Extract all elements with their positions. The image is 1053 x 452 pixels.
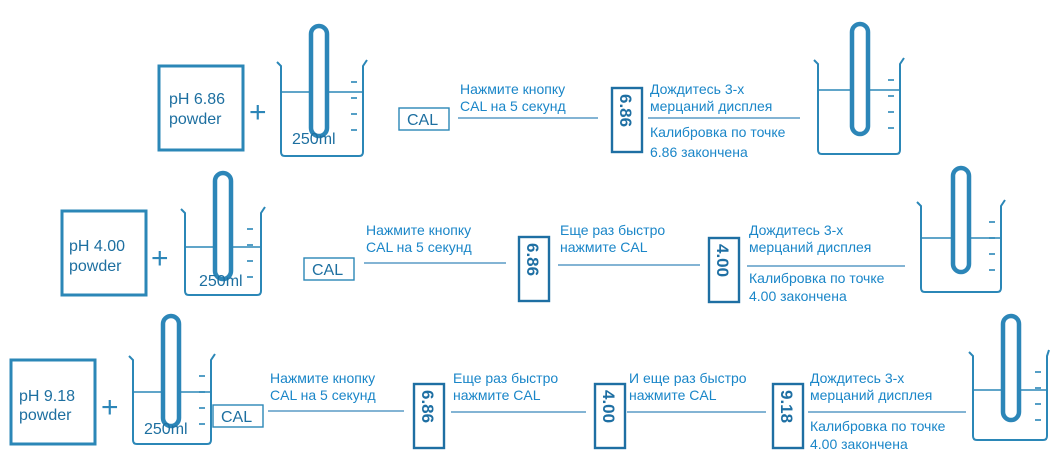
- cal-label: CAL: [221, 409, 252, 426]
- press-note-line1: Нажмите кнопку: [460, 81, 565, 97]
- row-1: pH 6.86 powder + 250ml CAL Нажмите кнопк…: [157, 21, 905, 160]
- beaker-volume: 250ml: [292, 131, 336, 148]
- powder-label-line1: pH 4.00: [69, 238, 125, 255]
- lcd-reading: 6.86: [523, 243, 542, 276]
- lcd-reading: 4.00: [599, 390, 618, 423]
- quick-note-line1: Еще раз быстро: [453, 370, 558, 386]
- powder-label-line2: powder: [19, 407, 72, 424]
- press-note-line1: Нажмите кнопку: [270, 370, 375, 386]
- cal-label: CAL: [407, 112, 438, 129]
- powder-label-line2: powder: [169, 111, 222, 128]
- beaker-volume: 250ml: [199, 273, 243, 290]
- lcd-reading: 6.86: [418, 390, 437, 423]
- wait-note-line1: Дождитесь 3-х: [810, 370, 904, 386]
- done-note-line2: 4.00 закончена: [749, 288, 847, 304]
- wait-note-line2: мерцаний дисплея: [749, 239, 871, 255]
- lcd-reading: 4.00: [713, 244, 732, 277]
- cal-button: [303, 257, 355, 281]
- powder-box: [9, 358, 97, 446]
- quick-note-line1: Еще раз быстро: [560, 222, 665, 238]
- row-3: pH 9.18 powder + 250ml CAL Нажмите кнопк…: [9, 313, 1050, 452]
- quick-note-line2: нажмите CAL: [453, 387, 541, 403]
- done-note-line2: 4.00 закончена: [810, 436, 908, 452]
- quick-note-line2: нажмите CAL: [629, 387, 717, 403]
- powder-label-line1: pH 9.18: [19, 388, 75, 405]
- powder-label-line2: powder: [69, 258, 122, 275]
- press-note-line2: CAL на 5 секунд: [366, 239, 472, 255]
- final-beaker-with-rod: [813, 21, 905, 155]
- cal-button: [398, 107, 450, 131]
- wait-note-line2: мерцаний дисплея: [810, 387, 932, 403]
- done-note-line1: Калибровка по точке: [749, 270, 885, 286]
- beaker-volume: 250ml: [144, 421, 188, 438]
- plus-sign: +: [101, 391, 119, 424]
- lcd-display: 6.86: [517, 235, 551, 303]
- plus-sign: +: [249, 96, 267, 129]
- lcd-display: 4.00: [707, 236, 741, 304]
- wait-note-line1: Дождитесь 3-х: [650, 81, 744, 97]
- powder-box: [60, 209, 148, 297]
- quick-note-line1: И еще раз быстро: [629, 370, 747, 386]
- plus-sign: +: [151, 242, 169, 275]
- cal-label: CAL: [312, 262, 343, 279]
- lcd-reading: 6.86: [616, 94, 635, 127]
- lcd-reading: 9.18: [777, 390, 796, 423]
- lcd-display: 6.86: [412, 382, 446, 450]
- wait-note-line1: Дождитесь 3-х: [749, 222, 843, 238]
- cal-button: [212, 404, 264, 428]
- done-note-line2: 6.86 закончена: [650, 144, 748, 160]
- press-note-line1: Нажмите кнопку: [366, 222, 471, 238]
- lcd-display: 6.86: [610, 86, 644, 154]
- quick-note-line2: нажмите CAL: [560, 239, 648, 255]
- powder-box: [157, 64, 245, 152]
- done-note-line1: Калибровка по точке: [650, 124, 786, 140]
- final-beaker-with-rod: [968, 313, 1050, 441]
- lcd-display: 4.00: [593, 382, 627, 450]
- done-note-line1: Калибровка по точке: [810, 418, 946, 434]
- beaker-with-rod: [180, 170, 266, 296]
- final-beaker-with-rod: [916, 165, 1006, 293]
- press-note-line2: CAL на 5 секунд: [460, 98, 566, 114]
- beaker-with-rod: [276, 23, 368, 157]
- wait-note-line2: мерцаний дисплея: [650, 98, 772, 114]
- powder-label-line1: pH 6.86: [169, 91, 225, 108]
- lcd-display: 9.18: [771, 382, 805, 450]
- press-note-line2: CAL на 5 секунд: [270, 387, 376, 403]
- row-2: pH 4.00 powder + 250ml CAL Нажмите кнопк…: [60, 165, 1006, 304]
- beaker-with-rod: [128, 313, 216, 445]
